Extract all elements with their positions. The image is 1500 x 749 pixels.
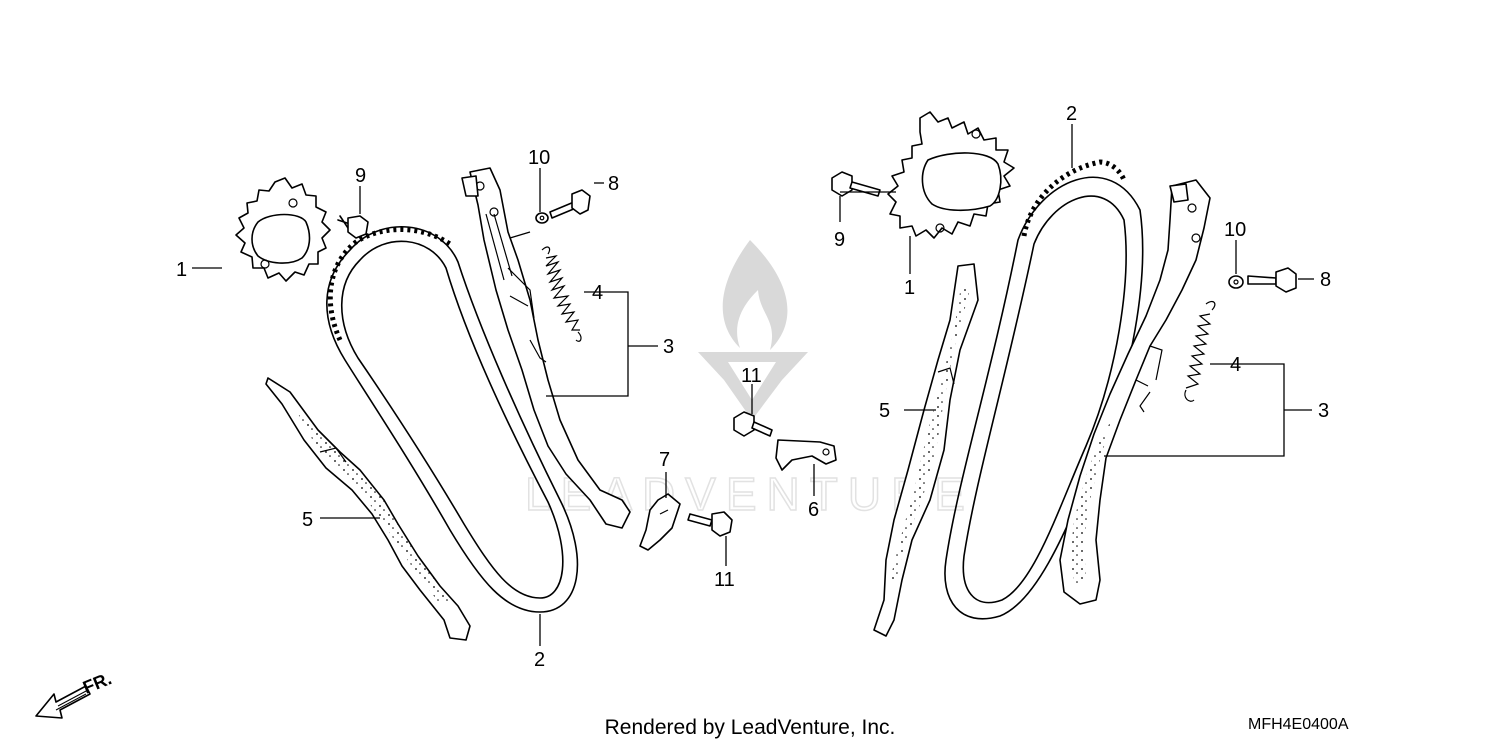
right-cam-sprocket (887, 111, 1015, 239)
watermark-flame-icon (722, 240, 788, 350)
right-washer-10 (1228, 275, 1244, 289)
callout-right-spring-4: 4 (1230, 354, 1241, 376)
callout-left-bolt-9: 9 (355, 165, 366, 187)
callout-left-washer-10: 10 (528, 147, 550, 169)
right-cam-chain (944, 159, 1144, 620)
diagram-code: MFH4E0400A (1248, 716, 1349, 733)
left-spring (529, 246, 582, 363)
right-tensioner-arm (1059, 179, 1211, 605)
left-cam-chain (326, 226, 579, 613)
callout-left-tensioner-3: 3 (663, 336, 674, 358)
watermark-v-icon (698, 352, 808, 420)
left-bolt-8 (549, 189, 591, 219)
callout-left-bolt-8: 8 (608, 173, 619, 195)
right-bolt-8 (1247, 267, 1297, 293)
center-bolt-lower (687, 511, 733, 537)
callout-left-sprocket: 1 (176, 259, 187, 281)
leader-lines (192, 124, 1314, 646)
callout-center-bolt-upper-11: 11 (741, 365, 762, 387)
left-tensioner-arm (461, 167, 631, 529)
front-direction-label: FR. (80, 668, 114, 697)
left-chain-guide (265, 377, 471, 641)
callout-right-tensioner-3: 3 (1318, 400, 1329, 422)
callout-center-bracket-7: 7 (659, 449, 670, 471)
front-direction-arrow-icon: FR. (35, 668, 114, 719)
callout-left-spring-4: 4 (592, 282, 603, 304)
callout-right-guide-5: 5 (879, 400, 890, 422)
left-bolt-9 (337, 215, 369, 239)
center-plate-6 (775, 439, 837, 471)
callout-center-bolt-lower-11: 11 (714, 569, 735, 591)
footer-credit: Rendered by LeadVenture, Inc. (604, 716, 896, 739)
callout-numbers: 1 9 10 8 4 3 5 2 11 7 6 11 2 9 1 10 8 4 … (176, 103, 1331, 671)
callout-right-washer-10: 10 (1224, 219, 1246, 241)
right-chain-guide (873, 263, 979, 637)
right-spring (1139, 300, 1216, 413)
center-bracket-7 (639, 493, 681, 551)
left-cam-sprocket (235, 177, 331, 282)
left-washer-10 (535, 212, 549, 224)
callout-right-bolt-9: 9 (834, 229, 845, 251)
callout-right-bolt-8: 8 (1320, 269, 1331, 291)
callout-right-chain-2: 2 (1066, 103, 1077, 125)
callout-right-sprocket-1: 1 (904, 277, 915, 299)
callout-left-guide-5: 5 (302, 509, 313, 531)
callout-center-plate-6: 6 (808, 499, 819, 521)
callout-left-chain-2: 2 (534, 649, 545, 671)
center-bolt-upper (733, 411, 773, 437)
